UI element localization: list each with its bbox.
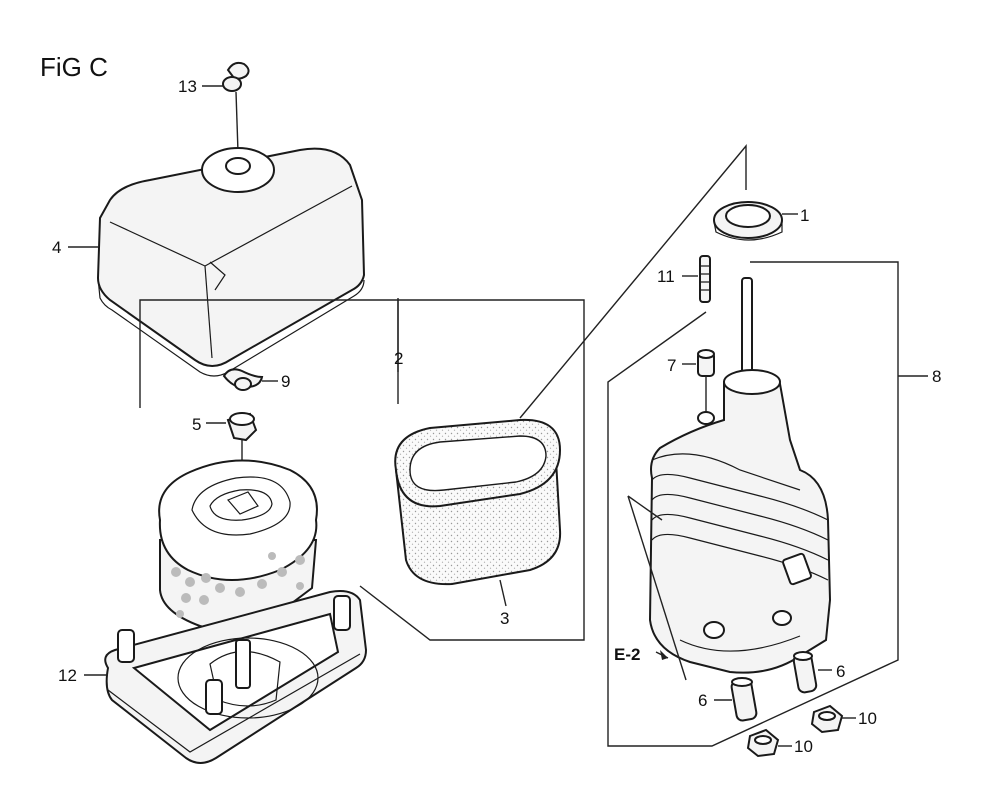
air-cleaner-cover: [96, 147, 366, 377]
callout-6-left: 6: [698, 691, 707, 710]
stud-bolt-11: [699, 255, 711, 303]
callout-12: 12: [58, 666, 77, 685]
air-cleaner-base: [104, 590, 368, 764]
callout-4: 4: [52, 238, 61, 257]
callout-8: 8: [932, 367, 941, 386]
spacer-7: [697, 349, 715, 377]
tube-6-right: [792, 651, 818, 694]
callout-2: 2: [394, 349, 403, 368]
callout-7: 7: [667, 356, 676, 375]
callout-3: 3: [500, 609, 509, 628]
seal-ring: [713, 201, 783, 241]
callout-13: 13: [178, 77, 197, 96]
nut-10-left: [746, 728, 780, 758]
wing-nut-top: [222, 61, 250, 153]
foam-filter-element: [394, 418, 562, 586]
callout-1: 1: [800, 206, 809, 225]
wing-nut-lower: [222, 368, 264, 391]
reference-e2: E-2: [614, 645, 640, 664]
figure-title: FiG C: [40, 52, 108, 82]
callout-5: 5: [192, 415, 201, 434]
callout-10-right: 10: [858, 709, 877, 728]
air-cleaner-elbow: [648, 277, 832, 674]
nut-10-right: [810, 704, 844, 734]
callout-10-left: 10: [794, 737, 813, 756]
callout-6-right: 6: [836, 662, 845, 681]
tube-6-left: [730, 677, 758, 722]
callout-9: 9: [281, 372, 290, 391]
callout-11: 11: [657, 267, 675, 286]
